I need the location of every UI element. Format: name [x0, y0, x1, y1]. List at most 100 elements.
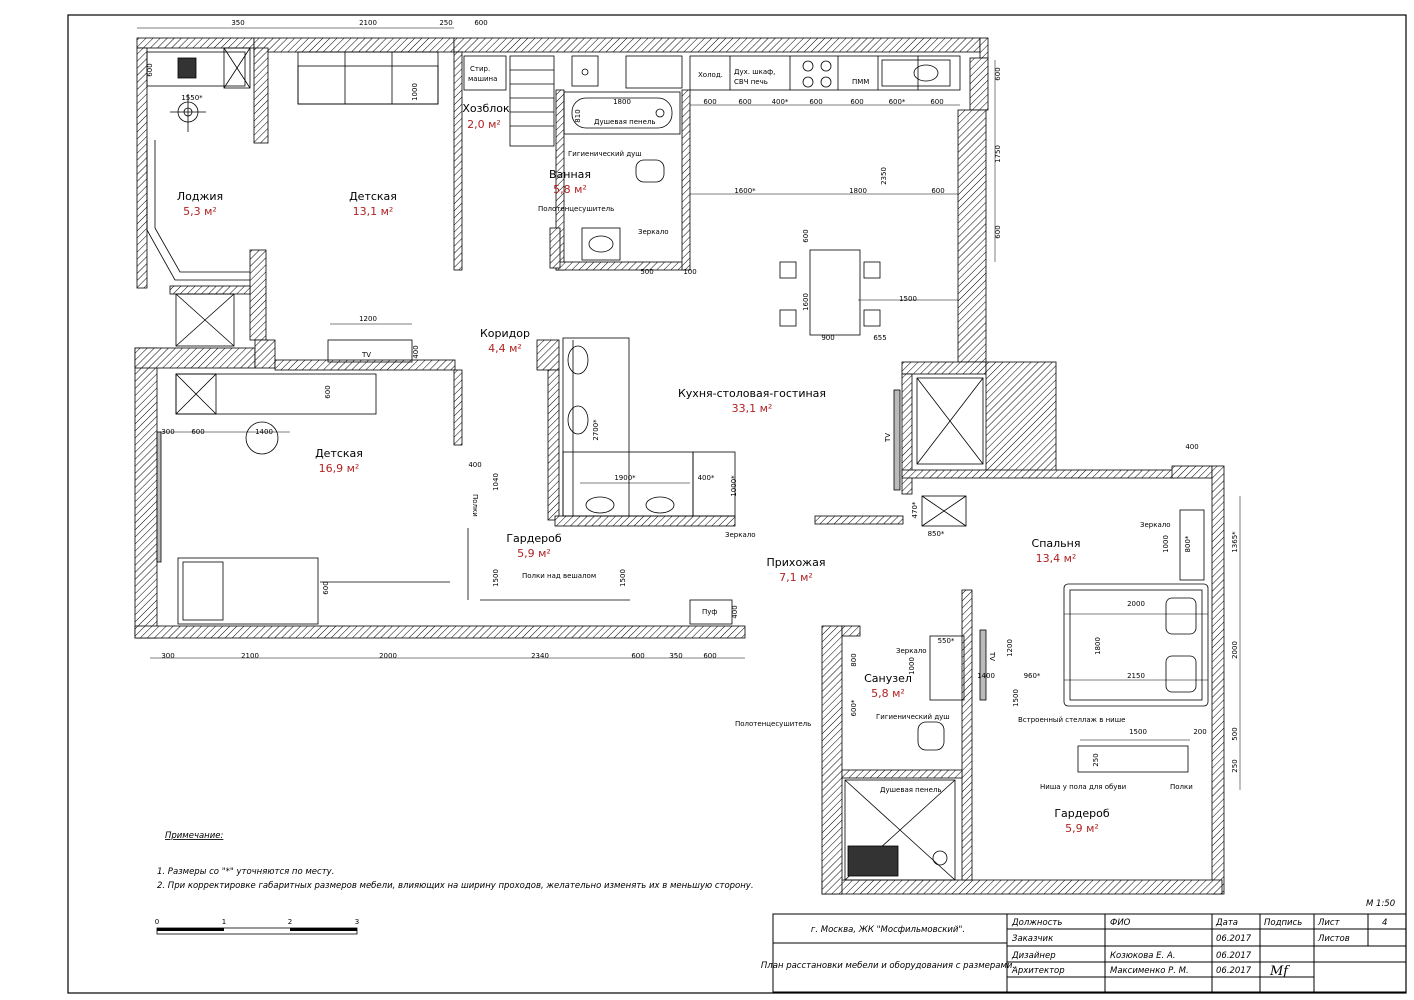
dim-misc-18: 400 [468, 461, 481, 469]
room-name-hall: Прихожая [767, 556, 826, 569]
room-area-kitchen: 33,1 м² [732, 402, 773, 415]
tb-signature: Mf [1269, 964, 1290, 979]
label-shower-panel-1: Душевая пенель [594, 118, 656, 126]
dim-top-3: 600 [474, 19, 487, 27]
tb-header-role: Должность [1011, 918, 1062, 928]
dim-left-2: 300 [161, 428, 174, 436]
tb-row2-role: Дизайнер [1011, 951, 1056, 961]
label-mirror-3: Зеркало [896, 647, 927, 655]
ventilation-shafts [175, 47, 984, 527]
dim-misc-21: 1500 [619, 569, 627, 587]
dim-misc-13: 1500 [899, 295, 917, 303]
dim-bottom-2: 2000 [379, 652, 397, 660]
dim-misc-26: 550* [938, 637, 955, 645]
dim-misc-22: 600 [322, 581, 330, 594]
label-mirror-1: Зеркало [638, 228, 669, 236]
scale-bar [156, 927, 358, 935]
dim-right-2: 600 [994, 225, 1002, 238]
dim-misc-23: 400 [731, 605, 739, 618]
room-area-utility: 2,0 м² [467, 118, 501, 131]
room-name-kids2: Детская [315, 447, 363, 460]
tb-row3-name: Максименко Р. М. [1110, 966, 1189, 976]
room-area-corridor: 4,4 м² [488, 342, 522, 355]
room-name-kitchen: Кухня-столовая-гостиная [678, 387, 826, 400]
dim-misc-28: 800* [1184, 535, 1192, 552]
note-item-2: 2. При корректировке габаритных размеров… [157, 881, 754, 891]
dim-misc-39: 1500 [1129, 728, 1147, 736]
dim-left-7: 600 [324, 385, 332, 398]
room-area-wardrobe2: 5,9 м² [1065, 822, 1099, 835]
room-area-hall: 7,1 м² [779, 571, 813, 584]
dim-misc-9: 600 [802, 229, 810, 242]
dim-misc-25: 850* [928, 530, 945, 538]
dim-misc-2: 810 [574, 109, 582, 122]
sheet-frame [67, 14, 1407, 994]
scale-label: М 1:50 [1366, 899, 1395, 909]
tb-header-name: ФИО [1110, 918, 1131, 928]
tb-row3-date: 06.2017 [1216, 966, 1252, 976]
tb-row2-name: Козюкова Е. А. [1110, 951, 1175, 961]
label-hygienic-shower-1: Гигиенический душ [568, 150, 642, 158]
dim-misc-41: 250 [1092, 753, 1100, 766]
dim-misc-8: 2350 [880, 167, 888, 185]
room-name-kids1: Детская [349, 190, 397, 203]
dim-misc-5: 1600* [734, 187, 756, 195]
dim-top-1: 2100 [359, 19, 377, 27]
room-area-kids2: 16,9 м² [319, 462, 360, 475]
dim-misc-14: 2700* [592, 419, 600, 441]
title-block [772, 913, 1407, 993]
room-area-bath: 5,8 м² [553, 183, 587, 196]
scale-tick-1: 1 [222, 918, 226, 926]
label-shelves-over-hanger: Полки над вешалом [522, 572, 596, 580]
dim-kitchen-4: 600 [850, 98, 863, 106]
label-towel-rail-1: Полотенцесушитель [538, 205, 614, 213]
dim-kitchen-3: 600 [809, 98, 822, 106]
note-item-1: 1. Размеры со "*" уточняются по месту. [157, 867, 334, 877]
dim-misc-34: 1800 [1094, 637, 1102, 655]
label-shelves-2: Полки [1170, 783, 1193, 791]
dim-right-7: 250 [1231, 759, 1239, 772]
dim-left-4: 1400 [255, 428, 273, 436]
dim-misc-27: 1000 [1162, 535, 1170, 553]
dim-misc-6: 1800 [849, 187, 867, 195]
dim-misc-10: 1600 [802, 293, 810, 311]
dim-misc-12: 655 [873, 334, 886, 342]
dim-left-1: 1550* [181, 94, 203, 102]
scale-tick-3: 3 [355, 918, 359, 926]
dim-misc-15: 1900* [614, 474, 636, 482]
label-fridge: Холод. [698, 71, 723, 79]
dim-misc-35: 800 [850, 653, 858, 666]
dimension-lines [137, 27, 1241, 790]
loggia-window-outline [146, 140, 250, 281]
label-mirror-4: Зеркало [1140, 521, 1171, 529]
dim-misc-37: 1500 [1012, 689, 1020, 707]
room-area-wc: 5,8 м² [871, 687, 905, 700]
tb-row1-extra: Листов [1317, 934, 1350, 944]
label-washer-2: машина [468, 75, 497, 83]
dim-kitchen-0: 600 [703, 98, 716, 106]
tb-row2-date: 06.2017 [1216, 951, 1252, 961]
tb-header-signature: Подпись [1264, 918, 1302, 928]
dim-right-4: 1365* [1231, 531, 1239, 553]
room-area-kids1: 13,1 м² [353, 205, 394, 218]
label-washer-1: Стир. [470, 65, 490, 73]
room-name-wc: Санузел [864, 672, 912, 685]
dim-kitchen-5: 600* [889, 98, 906, 106]
dim-misc-24: 470* [911, 501, 919, 518]
dim-misc-0: 1000 [411, 83, 419, 101]
dim-right-6: 500 [1231, 727, 1239, 740]
dim-misc-31: 2150 [1127, 672, 1145, 680]
room-area-loggia: 5,3 м² [183, 205, 217, 218]
dim-misc-16: 400* [698, 474, 715, 482]
dim-bottom-4: 600 [631, 652, 644, 660]
dim-misc-19: 1040 [492, 473, 500, 491]
tb-row1-date: 06.2017 [1216, 934, 1252, 944]
label-mirror-2: Зеркало [725, 531, 756, 539]
dim-bottom-5: 350 [669, 652, 682, 660]
dim-misc-17: 1000* [730, 475, 738, 497]
dim-left-3: 600 [191, 428, 204, 436]
tb-row1-role: Заказчик [1012, 934, 1054, 944]
label-built-in-shelf: Встроенный стеллаж в нише [1018, 716, 1125, 724]
dim-left-0: 600 [146, 63, 154, 76]
label-oven-1: Дух. шкаф, [734, 68, 775, 76]
